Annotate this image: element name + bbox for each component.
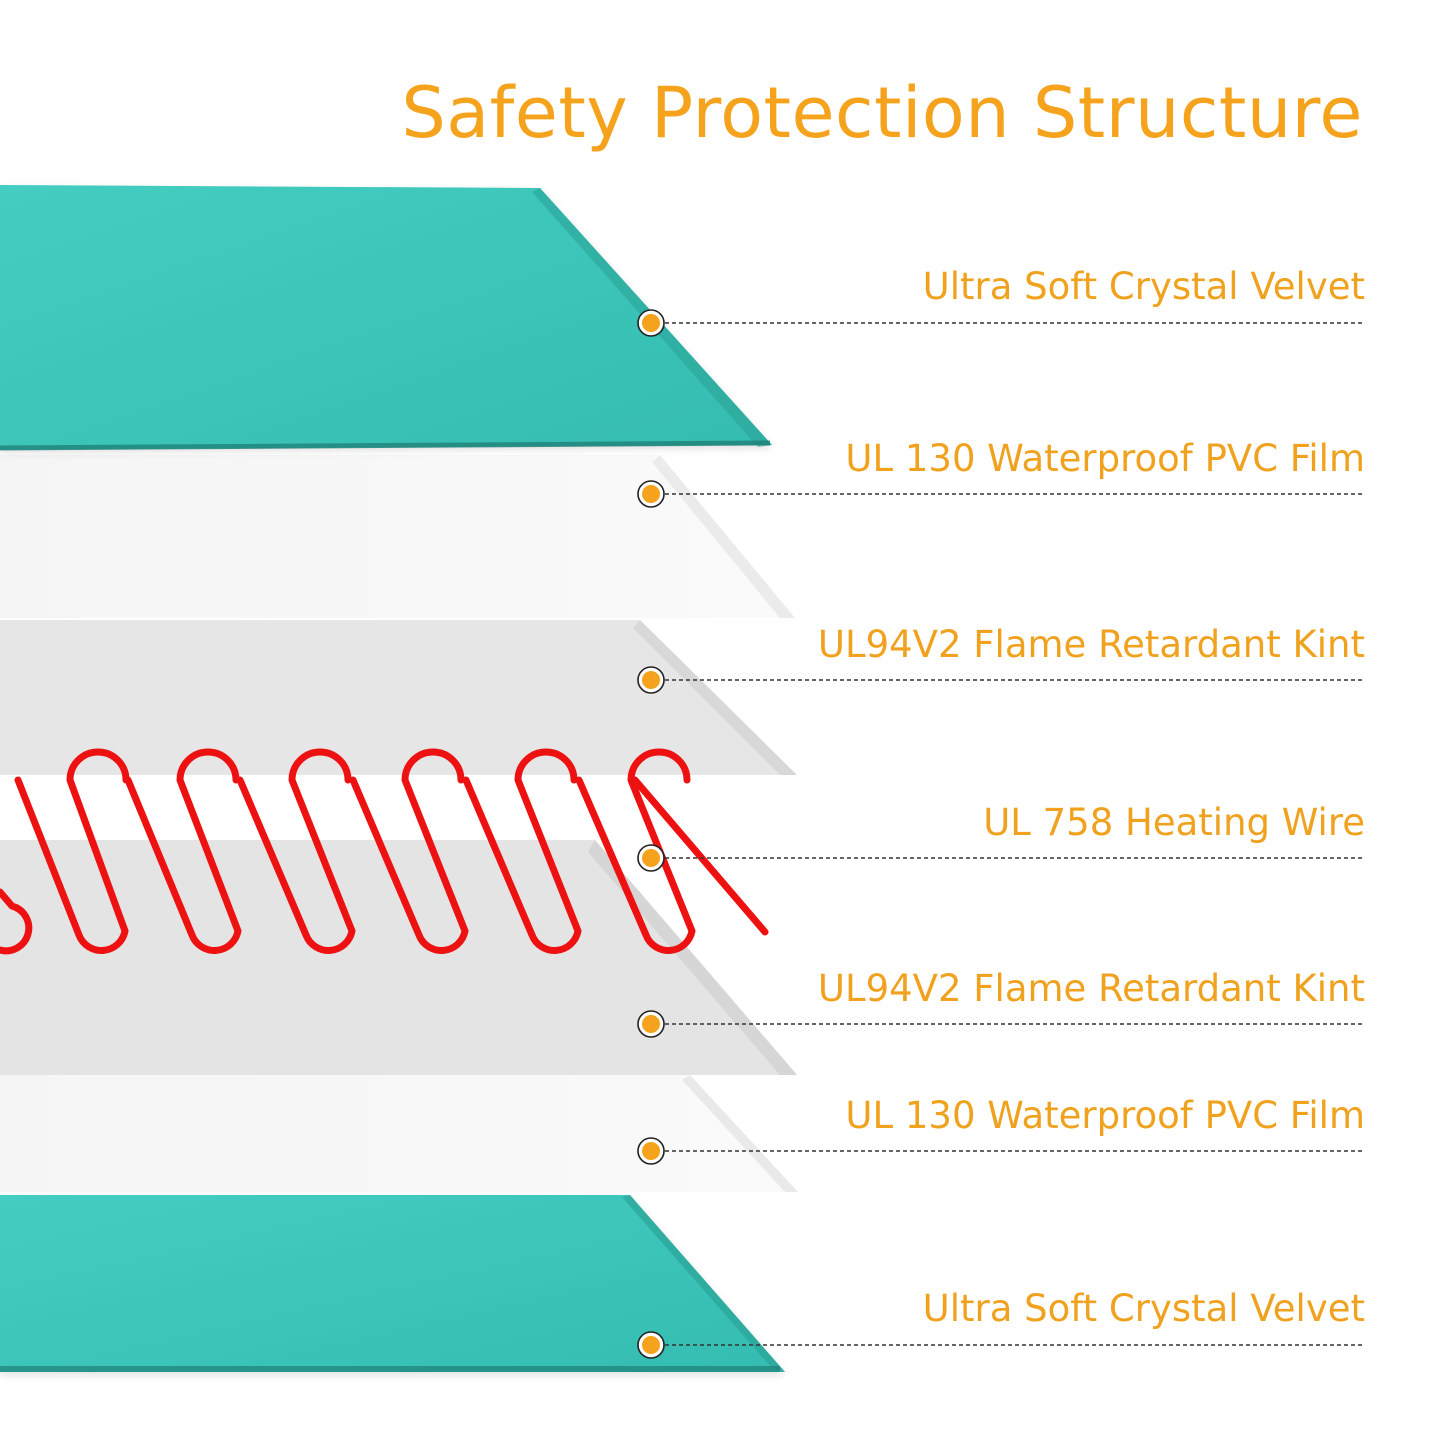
callout-dot-velvet-top — [642, 314, 660, 332]
callout-dot-velvet-bottom — [642, 1336, 660, 1354]
layer-label-knit-upper: UL94V2 Flame Retardant Kint — [817, 623, 1365, 666]
layer-label-pvc-film-upper: UL 130 Waterproof PVC Film — [845, 437, 1365, 480]
pvc-film-layer-lower — [0, 1075, 798, 1192]
heating-wire-loops — [0, 748, 769, 955]
layer-label-velvet-bottom: Ultra Soft Crystal Velvet — [922, 1287, 1365, 1330]
callout-lines — [637, 309, 1362, 1359]
knit-layer-lower — [0, 840, 797, 1075]
pvc-film-layer-upper — [0, 455, 795, 618]
callout-dot-heating-wire — [642, 849, 660, 867]
layer-label-heating-wire: UL 758 Heating Wire — [983, 801, 1365, 844]
layer-label-knit-lower: UL94V2 Flame Retardant Kint — [817, 967, 1365, 1010]
page-title: Safety Protection Structure — [401, 72, 1363, 154]
knit-layer-upper — [0, 620, 797, 775]
heating-wire-serpentine — [0, 748, 769, 955]
velvet-layer-bottom — [0, 1195, 785, 1372]
layer-label-velvet-top: Ultra Soft Crystal Velvet — [922, 265, 1365, 308]
callout-dot-pvc-film-upper — [642, 485, 660, 503]
callout-dot-knit-upper — [642, 671, 660, 689]
callout-dot-pvc-film-lower — [642, 1142, 660, 1160]
callout-dot-knit-lower — [642, 1015, 660, 1033]
velvet-layer-top — [0, 185, 772, 451]
layer-label-pvc-film-lower: UL 130 Waterproof PVC Film — [845, 1094, 1365, 1137]
